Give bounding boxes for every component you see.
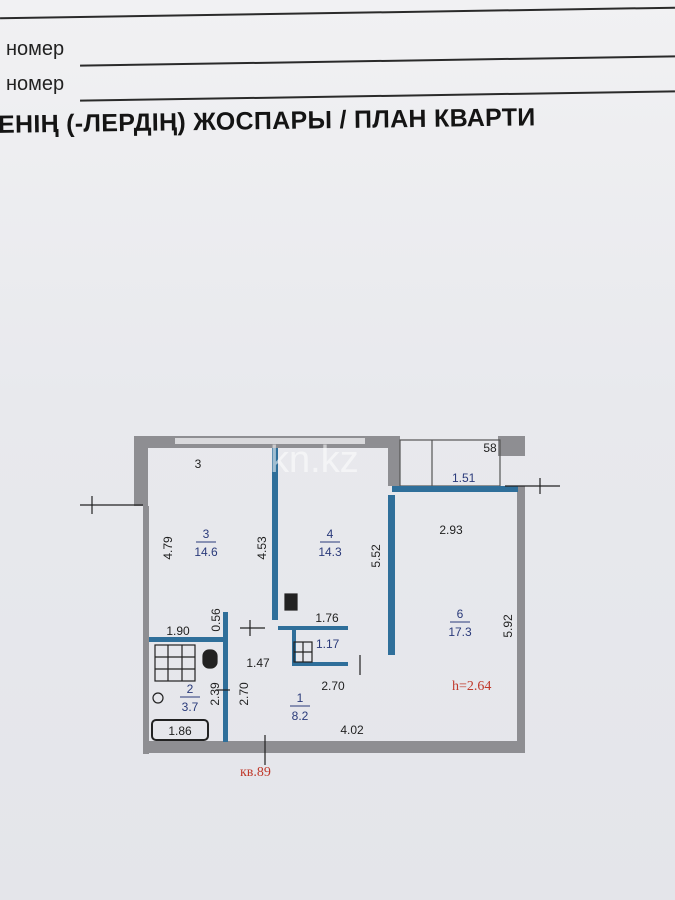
room-number: 6 (457, 607, 464, 621)
room-number: 4 (327, 527, 334, 541)
window-strip (175, 438, 365, 444)
dimension-label: 1.76 (315, 611, 339, 625)
dimension-label: 2.39 (208, 682, 222, 706)
room-area: 3.7 (182, 700, 199, 714)
ceiling-height-label: h=2.64 (452, 679, 491, 694)
room-area: 1.51 (452, 471, 476, 485)
room-area: 14.6 (194, 545, 218, 559)
dimension-label: 2.70 (321, 679, 345, 693)
room-area: 1.17 (316, 637, 340, 651)
dimension-label: 0.56 (209, 608, 223, 632)
apartment-number-label: кв.89 (240, 765, 271, 780)
watermark: kn.kz (270, 439, 359, 481)
room-area: 14.3 (318, 545, 342, 559)
room-number: 1 (297, 691, 304, 705)
number-label-1: номер (6, 38, 65, 60)
room-area: 17.3 (448, 625, 472, 639)
dimension-label: 4.79 (161, 536, 175, 560)
dimension-label: 2.70 (237, 682, 251, 706)
dimension-label: 1.86 (168, 724, 192, 738)
dimension-label: 1.90 (166, 624, 190, 638)
room-labels: 3 14.6 4 14.3 6 17.3 2 3.7 1 8.2 1.17 1.… (180, 471, 476, 723)
dimension-label: 4.53 (255, 536, 269, 560)
door-ticks (80, 478, 560, 765)
dimension-label: 4.02 (340, 723, 364, 737)
room-number: 2 (187, 682, 194, 696)
dimension-label: 5.52 (369, 544, 383, 568)
partitions (149, 448, 518, 742)
dimension-labels: 3 4.79 4.53 5.52 2.93 5.92 1.90 0.56 1.7… (161, 441, 515, 738)
dimension-label: 5.92 (501, 614, 515, 638)
fixtures (151, 593, 313, 741)
room-number: 3 (203, 527, 210, 541)
dimension-label: 58 (483, 441, 497, 455)
number-label-2: номер (6, 73, 65, 95)
dimension-label: 2.93 (439, 523, 463, 537)
dimension-label: 1.47 (246, 656, 270, 670)
dimension-label: 3 (195, 457, 202, 471)
room-area: 8.2 (292, 709, 309, 723)
